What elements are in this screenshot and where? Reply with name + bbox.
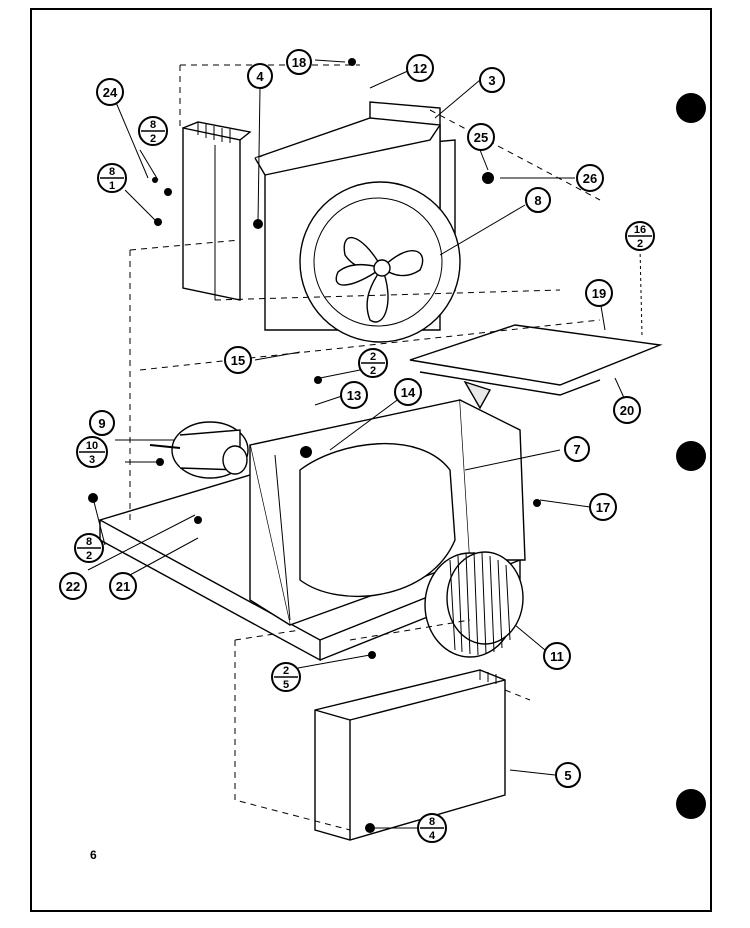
callout-13: 13 [347, 388, 361, 403]
callout-8-1-bottom: 1 [109, 180, 115, 192]
callout-2-5-bottom: 5 [283, 679, 289, 691]
callout-8-1-top: 8 [109, 166, 115, 178]
callout-20: 20 [620, 403, 634, 418]
callout-21: 21 [116, 579, 130, 594]
callout-5: 5 [564, 768, 571, 783]
condenser-coil-left [182, 121, 252, 301]
callout-2-5-top: 2 [283, 665, 289, 677]
callout-7: 7 [573, 442, 580, 457]
callout-22: 22 [66, 579, 80, 594]
callout-7-circle [564, 436, 590, 462]
page-border [30, 8, 712, 912]
callout-3-circle [479, 67, 505, 93]
callout-22-circle [59, 572, 87, 600]
evaporator-coil [314, 669, 506, 841]
callout-15: 15 [231, 353, 245, 368]
callout-25-circle [467, 123, 495, 151]
callout-16-2-top: 16 [634, 224, 646, 236]
callout-21-circle [109, 572, 137, 600]
callout-8-4-bottom: 4 [429, 830, 436, 842]
callout-3: 3 [488, 73, 495, 88]
callout-8-2-bottom-num: 8 [86, 536, 92, 548]
punch-hole-bottom [676, 789, 706, 819]
callout-12-circle [406, 54, 434, 82]
fan-motor [149, 421, 249, 479]
callout-24: 24 [103, 85, 118, 100]
callout-8-2-top-den: 2 [150, 133, 156, 145]
callout-25: 25 [474, 130, 488, 145]
callout-13-circle [340, 381, 368, 409]
callout-11: 11 [550, 649, 564, 664]
callout-8-4-top: 8 [429, 816, 435, 828]
callout-14: 14 [401, 385, 416, 400]
callout-10-3-bottom: 3 [89, 454, 95, 466]
callout-19-circle [585, 279, 613, 307]
callout-16-2-bottom: 2 [637, 238, 643, 250]
callout-18-circle [286, 49, 312, 75]
callout-17: 17 [596, 500, 610, 515]
callout-19: 19 [592, 286, 606, 301]
callout-8: 8 [534, 193, 541, 208]
callout-8-2-top-num: 8 [150, 119, 156, 131]
callout-4: 4 [256, 69, 264, 84]
blower-wheel [424, 551, 524, 658]
callout-12: 12 [413, 61, 427, 76]
callout-9-circle [89, 410, 115, 436]
callout-20-circle [613, 396, 641, 424]
callout-17-circle [589, 493, 617, 521]
top-plate [409, 324, 663, 410]
callout-18: 18 [292, 55, 306, 70]
callout-10-3-top: 10 [86, 440, 98, 452]
callout-4-circle [247, 63, 273, 89]
callout-8-circle [525, 187, 551, 213]
callout-9: 9 [98, 416, 105, 431]
fan-shroud [254, 101, 461, 343]
callout-2-2-top: 2 [370, 351, 376, 363]
punch-hole-middle [676, 441, 706, 471]
callout-2-2-bottom: 2 [370, 365, 376, 377]
callout-24-circle [96, 78, 124, 106]
callout-15-circle [224, 346, 252, 374]
punch-hole-top [676, 93, 706, 123]
callout-14-circle [394, 378, 422, 406]
callout-5-circle [555, 762, 581, 788]
page-number: 6 [90, 848, 97, 862]
callout-26-circle [576, 164, 604, 192]
callout-11-circle [543, 642, 571, 670]
callout-8-2-bottom-den: 2 [86, 550, 92, 562]
fan-blade [335, 237, 424, 323]
callout-26: 26 [583, 171, 597, 186]
